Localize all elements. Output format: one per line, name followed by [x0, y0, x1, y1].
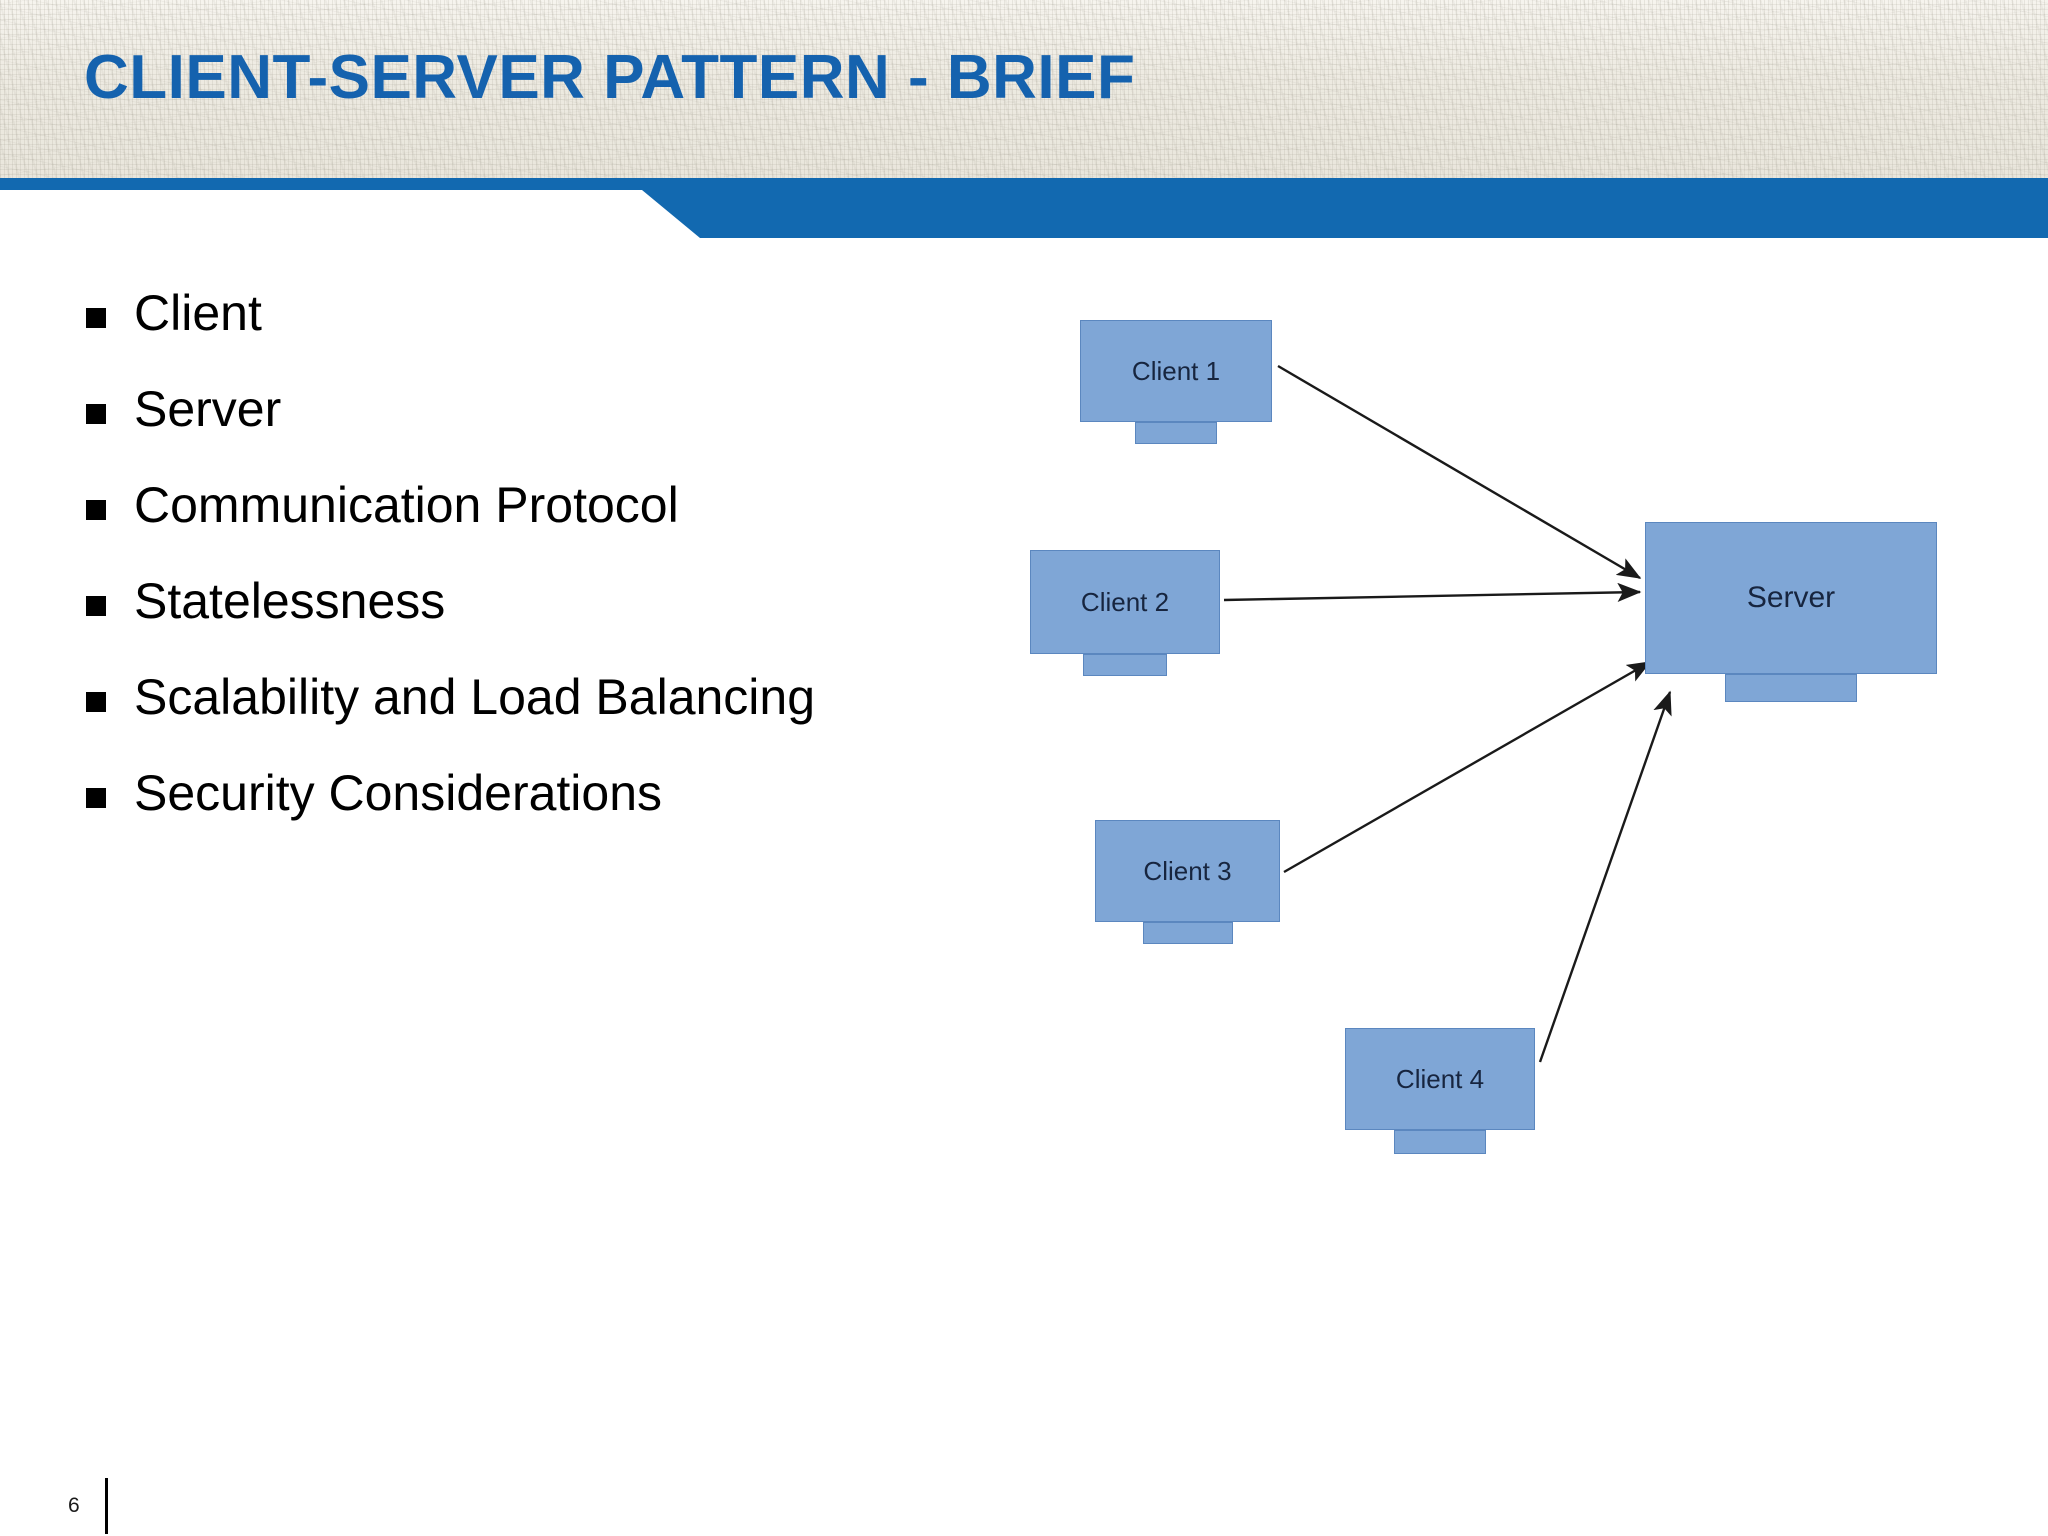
- diagram-node-client2[interactable]: Client 2: [1030, 550, 1220, 676]
- monitor-icon: Client 4: [1345, 1028, 1535, 1130]
- slide-header: CLIENT-SERVER PATTERN - BRIEF: [0, 0, 2048, 180]
- list-item: Server: [86, 381, 966, 439]
- header-accent-bar: [0, 178, 2048, 238]
- list-item: Scalability and Load Balancing: [86, 669, 966, 727]
- list-item-label: Communication Protocol: [134, 477, 679, 533]
- square-bullet-icon: [86, 404, 106, 424]
- list-item-label: Security Considerations: [134, 765, 663, 821]
- monitor-stand: [1142, 922, 1233, 944]
- diagram-node-client1[interactable]: Client 1: [1080, 320, 1272, 444]
- list-item: Statelessness: [86, 573, 966, 631]
- list-item: Security Considerations: [86, 765, 966, 823]
- arrow-client1-to-server: [1277, 364, 1642, 580]
- monitor-icon: Client 2: [1030, 550, 1220, 654]
- list-item-label: Client: [134, 285, 262, 341]
- monitor-stand: [1725, 674, 1857, 702]
- diagram-node-client3[interactable]: Client 3: [1095, 820, 1280, 944]
- monitor-stand: [1083, 654, 1167, 676]
- square-bullet-icon: [86, 308, 106, 328]
- footer-divider: [105, 1478, 108, 1534]
- node-label: Client 3: [1143, 855, 1232, 886]
- diagram-node-server[interactable]: Server: [1645, 522, 1937, 702]
- monitor-icon: Client 1: [1080, 320, 1272, 422]
- monitor-icon: Server: [1645, 522, 1937, 674]
- monitor-stand: [1135, 422, 1217, 444]
- list-item: Communication Protocol: [86, 477, 966, 535]
- square-bullet-icon: [86, 692, 106, 712]
- page-title: CLIENT-SERVER PATTERN - BRIEF: [84, 43, 1136, 112]
- slide-number: 6: [68, 1494, 80, 1517]
- arrow-client3-to-server: [1283, 660, 1652, 874]
- list-item-label: Scalability and Load Balancing: [134, 669, 816, 725]
- arrow-client2-to-server: [1223, 582, 1642, 603]
- list-item-label: Statelessness: [134, 573, 446, 629]
- list-item-label: Server: [134, 381, 282, 437]
- client-server-diagram: Client 1 Client 2 Client 3 Client 4 Serv…: [1020, 280, 2020, 1180]
- square-bullet-icon: [86, 500, 106, 520]
- square-bullet-icon: [86, 596, 106, 616]
- node-label: Client 4: [1395, 1063, 1485, 1094]
- node-label: Server: [1746, 581, 1836, 614]
- monitor-icon: Client 3: [1095, 820, 1280, 922]
- monitor-stand: [1394, 1130, 1486, 1154]
- node-label: Client 2: [1080, 586, 1170, 617]
- diagram-node-client4[interactable]: Client 4: [1345, 1028, 1535, 1154]
- square-bullet-icon: [86, 788, 106, 808]
- diagram-arrows: [1223, 364, 1672, 1063]
- bullet-list: Client Server Communication Protocol Sta…: [86, 285, 966, 861]
- list-item: Client: [86, 285, 966, 343]
- accent-bar-shape: [0, 178, 2048, 238]
- node-label: Client 1: [1131, 355, 1221, 386]
- arrow-client4-to-server: [1538, 690, 1672, 1063]
